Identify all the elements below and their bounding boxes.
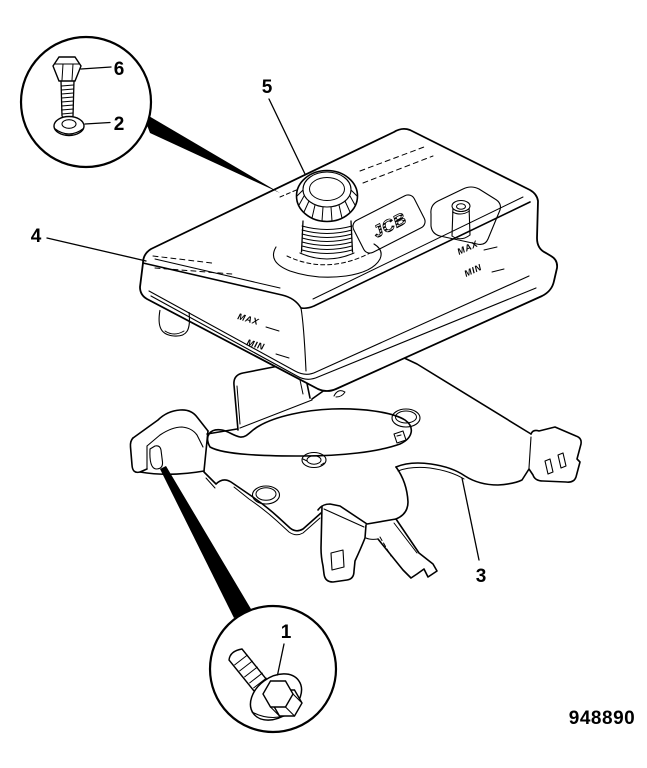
expansion-tank: JCB MAX MIN MAX MIN — [139, 127, 559, 392]
bracket-pierced-curl — [333, 390, 346, 398]
leader-line-2 — [84, 121, 111, 125]
neck-skirt — [272, 243, 382, 278]
tank-body-fill — [140, 128, 558, 391]
bracket-square-hole — [393, 430, 407, 444]
tank-outline — [139, 127, 559, 392]
detail-circle-bottom-ring — [208, 604, 338, 734]
hex-bolt — [52, 56, 82, 119]
leader-line-4 — [46, 237, 147, 262]
filler-neck-threads — [299, 220, 355, 260]
callout-2-label: 2 — [114, 114, 125, 135]
filler-cap — [295, 169, 359, 223]
tank-front-right-edge — [300, 201, 531, 310]
vent-nipple — [430, 186, 501, 245]
tank-front-left-edge — [142, 262, 302, 309]
washer — [53, 115, 85, 137]
flanged-bolt — [228, 648, 303, 721]
pointer-wedge-top — [142, 112, 280, 193]
leader-line-5 — [268, 98, 306, 175]
bracket-front-bend — [395, 466, 409, 520]
pointer-wedge-bottom — [160, 466, 251, 618]
bracket-rear-left-edge — [206, 428, 238, 435]
leader-line-1 — [276, 643, 285, 676]
part-number: 948890 — [569, 708, 635, 729]
bracket-front-edge-right — [395, 462, 530, 486]
tank-front-corner-edge — [300, 307, 307, 372]
callout-5-label: 5 — [262, 77, 273, 98]
bracket-center-cutout — [206, 408, 413, 457]
callout-4-label: 4 — [31, 226, 42, 247]
bracket-weld-nut-hole — [301, 451, 327, 469]
tank-flange-top-edge — [148, 275, 530, 375]
mounting-bracket — [129, 350, 582, 583]
bracket-oval-hole — [391, 408, 421, 428]
leader-line-3 — [461, 477, 480, 561]
leader-line-6 — [80, 66, 112, 70]
callout-1-label: 1 — [281, 622, 292, 643]
bracket-right-tab — [528, 426, 582, 483]
tank-flange-rim-line — [150, 287, 537, 380]
filler-cap-assembly — [272, 169, 382, 278]
bracket-bottom-flange — [317, 503, 397, 583]
min-marking-front: MIN — [245, 337, 265, 352]
detail-circle-bottom: 1 — [208, 604, 338, 734]
bracket-hook-tab — [129, 409, 209, 476]
bracket-fork-tab — [377, 518, 438, 579]
callout-6-label: 6 — [114, 59, 125, 80]
bracket-round-hole — [251, 485, 281, 505]
bracket-front-edge-left — [203, 471, 322, 532]
detail-circle-top: 6 2 — [19, 35, 153, 169]
detail-circle-top-ring — [19, 35, 153, 169]
callout-3-label: 3 — [476, 566, 487, 587]
